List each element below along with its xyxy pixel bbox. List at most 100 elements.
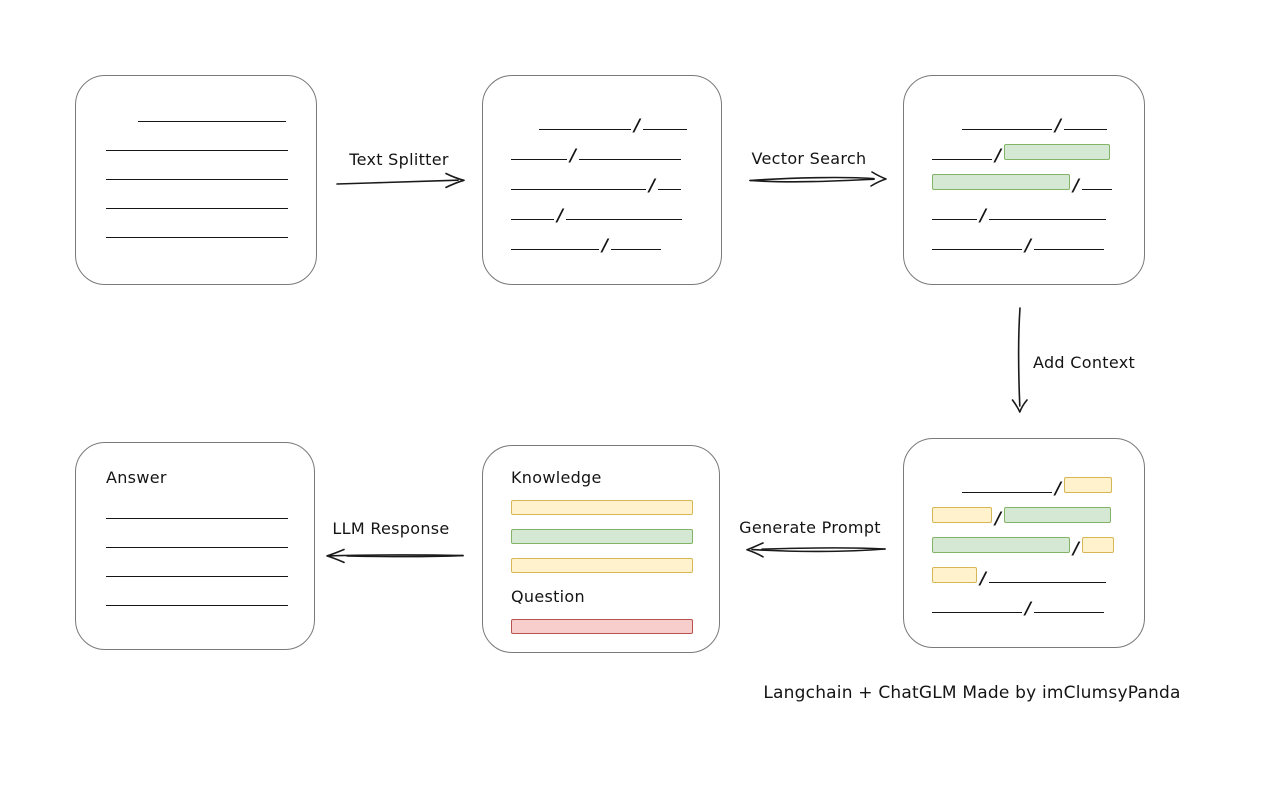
chunk-row: / bbox=[932, 507, 1144, 528]
slash-separator: / bbox=[995, 509, 1002, 529]
highlight-green bbox=[1004, 507, 1112, 523]
chunk-row: / bbox=[511, 204, 721, 225]
slash-separator: / bbox=[634, 116, 641, 136]
slash-separator: / bbox=[602, 236, 609, 256]
chunk-rows: / / / / / bbox=[904, 76, 1144, 255]
generate-prompt-label: Generate Prompt bbox=[739, 518, 881, 537]
highlight-yellow bbox=[932, 567, 977, 583]
highlight-yellow bbox=[932, 507, 992, 523]
slash-separator: / bbox=[1055, 116, 1062, 136]
slash-separator: / bbox=[980, 569, 987, 589]
question-label: Question bbox=[511, 587, 585, 606]
text-segment bbox=[539, 129, 631, 130]
text-segment bbox=[643, 129, 688, 130]
add-context-label: Add Context bbox=[1033, 353, 1136, 372]
chunk-row: / bbox=[932, 204, 1144, 225]
text-segment bbox=[932, 159, 992, 160]
question-bars bbox=[511, 619, 719, 634]
slash-separator: / bbox=[1025, 599, 1032, 619]
slash-separator: / bbox=[1025, 236, 1032, 256]
slash-separator: / bbox=[980, 206, 987, 226]
chunk-row: / bbox=[932, 537, 1144, 558]
answer-lines bbox=[106, 487, 314, 606]
text-segment bbox=[511, 219, 554, 220]
text-line bbox=[106, 179, 288, 180]
highlight-yellow bbox=[1064, 477, 1113, 493]
slash-separator: / bbox=[557, 206, 564, 226]
chunk-row: / bbox=[932, 144, 1144, 165]
document-node bbox=[75, 75, 317, 285]
text-segment bbox=[1034, 249, 1105, 250]
text-splitter-arrow bbox=[336, 172, 465, 189]
text-segment bbox=[511, 159, 567, 160]
chunk-rows: / / / / / bbox=[483, 76, 721, 255]
text-line bbox=[106, 237, 288, 238]
caption: Langchain + ChatGLM Made by imClumsyPand… bbox=[763, 683, 1181, 703]
knowledge-bar-yellow bbox=[511, 500, 693, 515]
prompt-node: Knowledge Question bbox=[482, 445, 720, 653]
chunk-row: / bbox=[932, 567, 1144, 588]
highlight-green bbox=[932, 174, 1070, 190]
vector-search-label: Vector Search bbox=[751, 149, 867, 168]
chunk-row: / bbox=[539, 114, 721, 135]
text-segment bbox=[579, 159, 682, 160]
chunk-row: / bbox=[511, 144, 721, 165]
vector-search-arrow bbox=[749, 171, 887, 187]
generate-prompt-arrow bbox=[746, 542, 886, 558]
text-segment bbox=[932, 219, 977, 220]
text-segment bbox=[658, 189, 682, 190]
text-segment bbox=[989, 219, 1107, 220]
answer-label: Answer bbox=[106, 468, 167, 487]
text-line bbox=[106, 208, 288, 209]
text-segment bbox=[511, 249, 599, 250]
chunk-row: / bbox=[932, 234, 1144, 255]
chunk-row: / bbox=[932, 597, 1144, 618]
text-segment bbox=[511, 189, 646, 190]
slash-separator: / bbox=[1073, 176, 1080, 196]
text-segment bbox=[962, 492, 1052, 493]
text-line bbox=[106, 576, 288, 577]
knowledge-label: Knowledge bbox=[511, 468, 602, 487]
slash-separator: / bbox=[649, 176, 656, 196]
text-line bbox=[106, 518, 288, 519]
text-segment bbox=[1082, 189, 1113, 190]
text-segment bbox=[932, 612, 1022, 613]
text-segment bbox=[962, 129, 1052, 130]
llm-response-label: LLM Response bbox=[332, 519, 450, 538]
llm-response-arrow bbox=[326, 548, 464, 564]
text-segment bbox=[989, 582, 1107, 583]
chunk-row: / bbox=[511, 174, 721, 195]
chunk-row: / bbox=[962, 114, 1144, 135]
answer-node: Answer bbox=[75, 442, 315, 650]
highlight-green bbox=[1004, 144, 1111, 160]
chunk-rows: / / / / / bbox=[904, 439, 1144, 618]
slash-separator: / bbox=[1073, 539, 1080, 559]
question-bar-red bbox=[511, 619, 693, 634]
document-lines bbox=[76, 76, 316, 238]
text-segment bbox=[1034, 612, 1105, 613]
slash-separator: / bbox=[570, 146, 577, 166]
chunk-row: / bbox=[932, 174, 1144, 195]
chunk-row: / bbox=[511, 234, 721, 255]
knowledge-bar-yellow bbox=[511, 558, 693, 573]
context-node: / / / / / bbox=[903, 438, 1145, 648]
add-context-arrow bbox=[1011, 307, 1028, 413]
knowledge-bar-green bbox=[511, 529, 693, 544]
knowledge-bars bbox=[511, 500, 719, 573]
split-chunks-node: / / / / / bbox=[482, 75, 722, 285]
text-line bbox=[106, 547, 288, 548]
text-splitter-label: Text Splitter bbox=[349, 150, 449, 169]
highlight-yellow bbox=[1082, 537, 1115, 553]
text-line bbox=[138, 121, 286, 122]
slash-separator: / bbox=[995, 146, 1002, 166]
text-segment bbox=[566, 219, 683, 220]
text-segment bbox=[611, 249, 662, 250]
text-segment bbox=[932, 249, 1022, 250]
text-line bbox=[106, 150, 288, 151]
chunk-row: / bbox=[962, 477, 1144, 498]
highlight-green bbox=[932, 537, 1070, 553]
text-segment bbox=[1064, 129, 1108, 130]
slash-separator: / bbox=[1055, 479, 1062, 499]
text-line bbox=[106, 605, 288, 606]
